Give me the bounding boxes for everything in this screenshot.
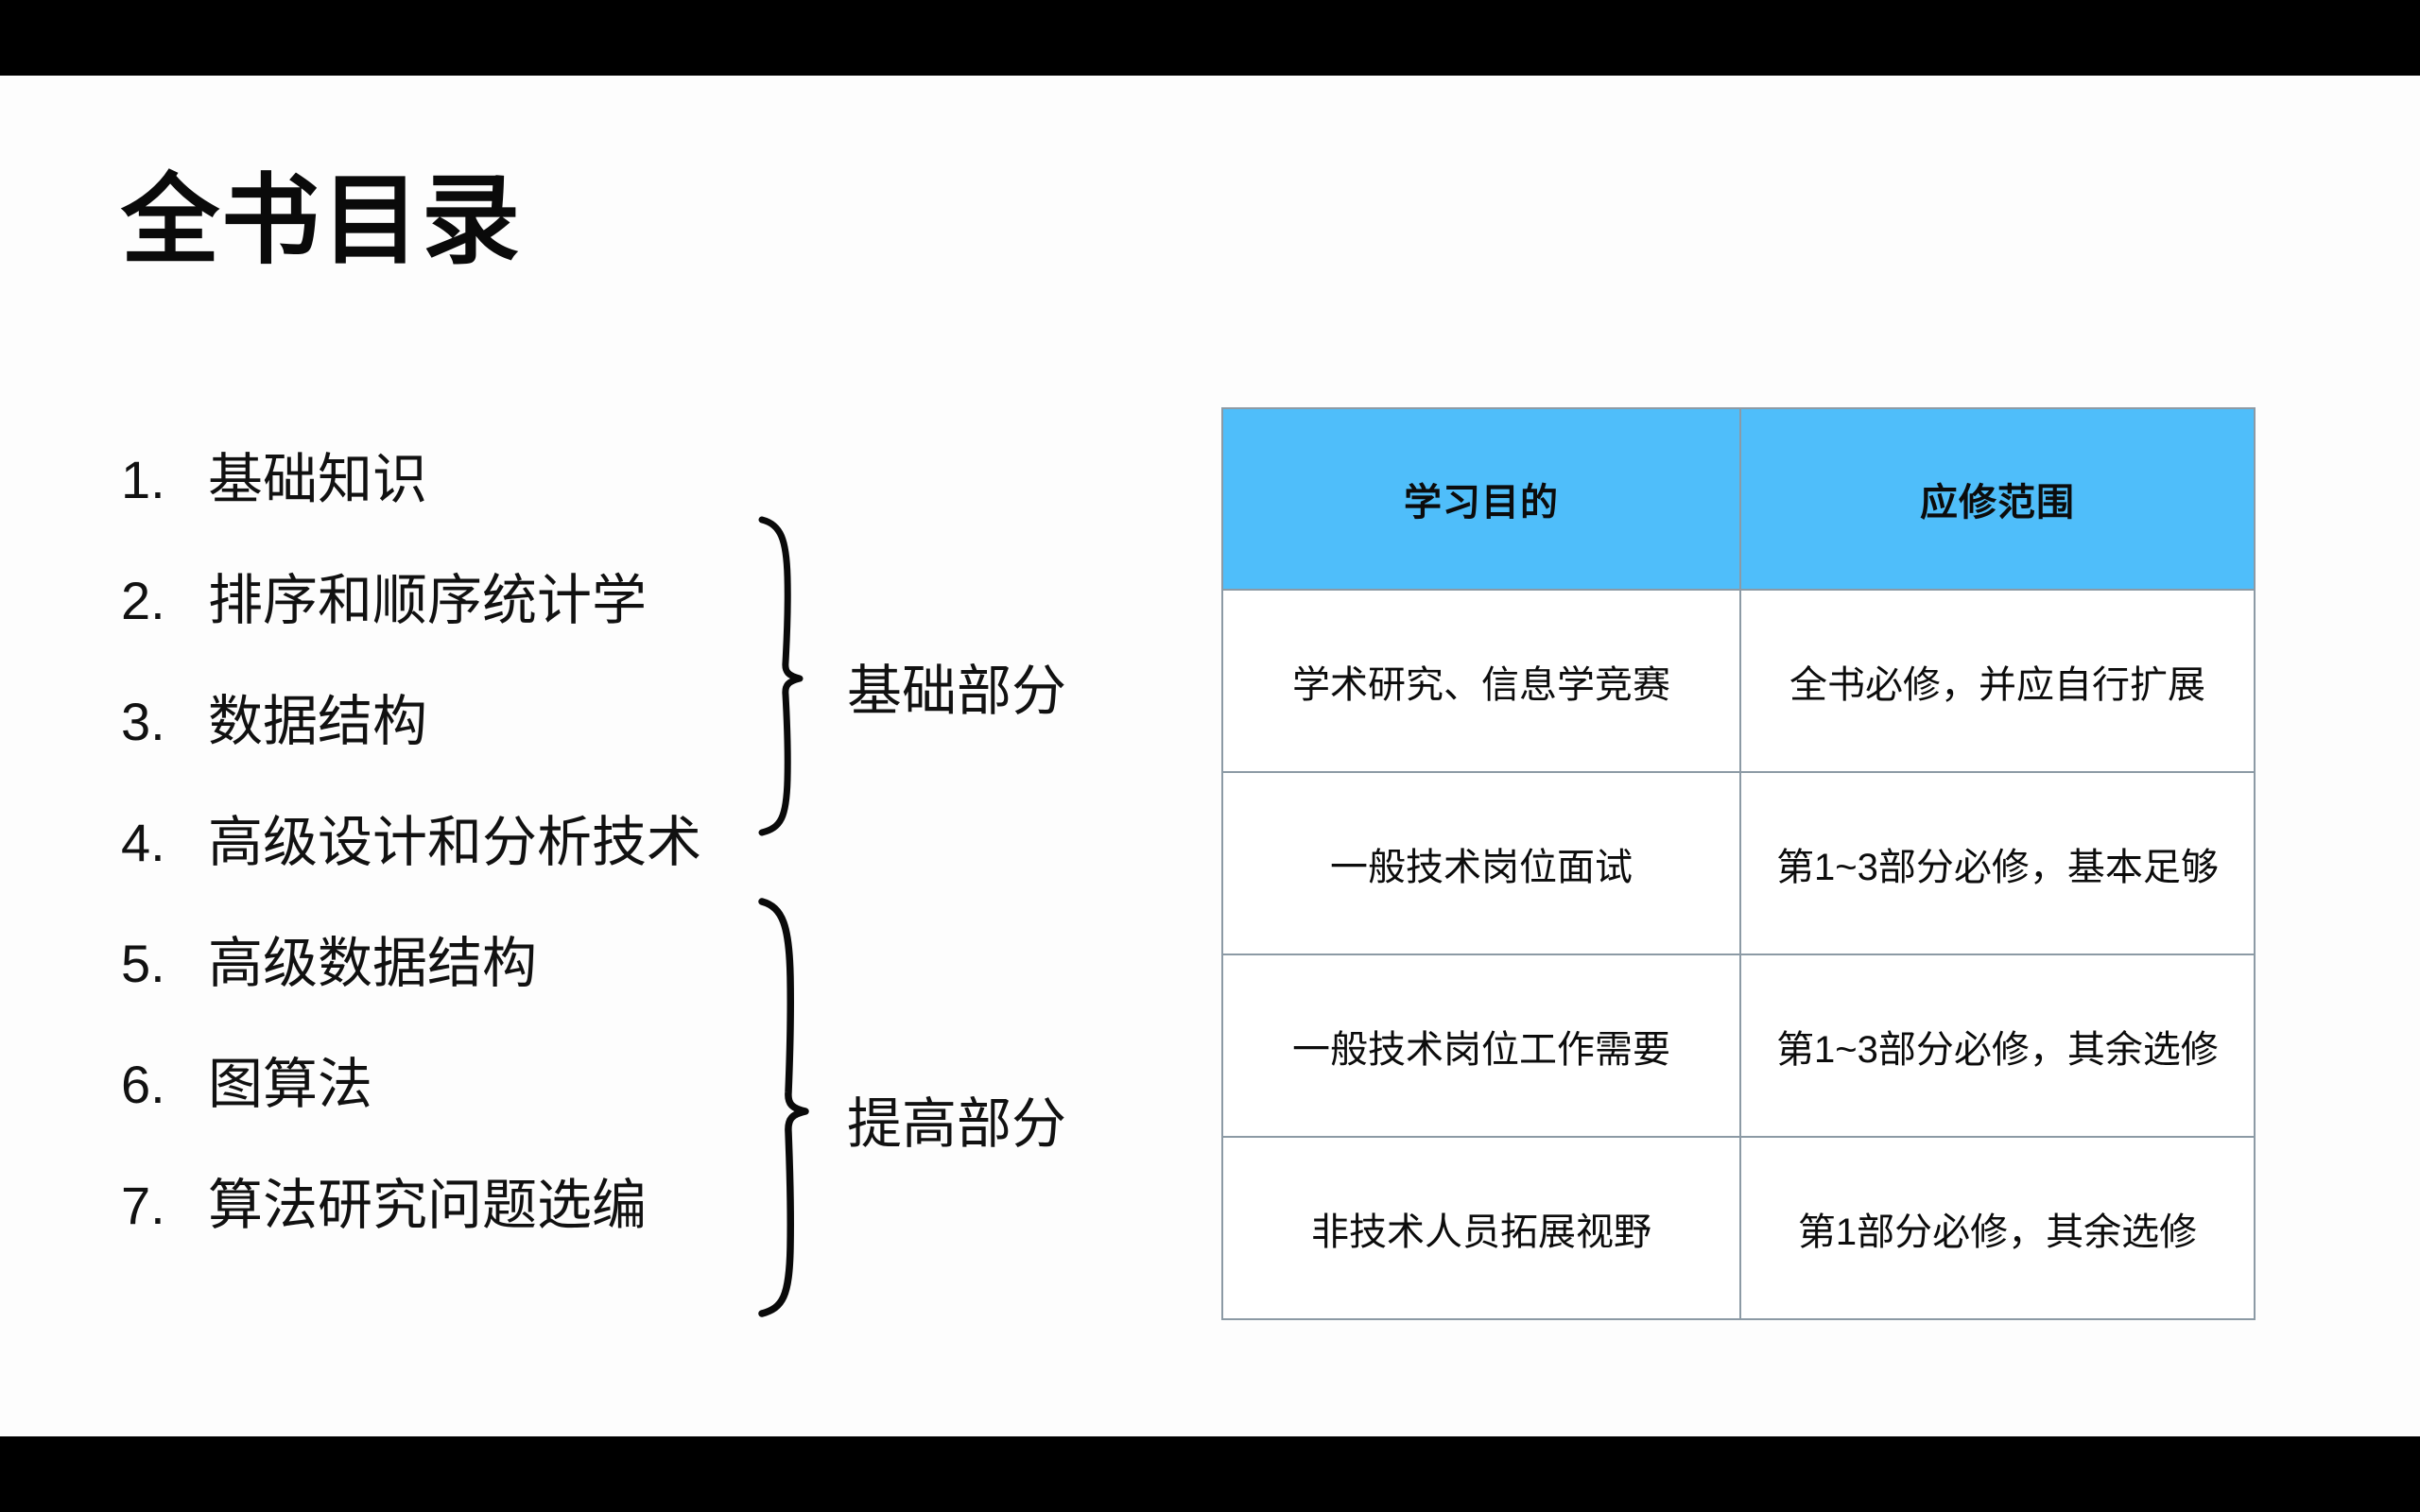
letterbox-bar-bottom xyxy=(0,1436,2420,1512)
list-item-label: 基础知识 xyxy=(208,449,428,510)
list-item-index: 7. xyxy=(121,1176,165,1235)
table-row: 一般技术岗位面试 第1~3部分必修，基本足够 xyxy=(1221,771,2256,955)
table-row: 非技术人员拓展视野 第1部分必修，其余选修 xyxy=(1221,1136,2256,1320)
list-item-label: 排序和顺序统计学 xyxy=(208,570,648,631)
study-guide-table: 学习目的 应修范围 学术研究、信息学竞赛 全书必修，并应自行扩展 一般技术岗位面… xyxy=(1221,407,2256,1320)
list-item-label: 高级数据结构 xyxy=(208,933,538,994)
cell-scope: 第1~3部分必修，其余选修 xyxy=(1739,954,2256,1138)
table-row: 一般技术岗位工作需要 第1~3部分必修，其余选修 xyxy=(1221,954,2256,1138)
list-item-index: 6. xyxy=(121,1055,165,1114)
column-header-scope: 应修范围 xyxy=(1739,407,2256,591)
cell-purpose: 一般技术岗位面试 xyxy=(1221,771,1741,955)
group-label-basic: 基础部分 xyxy=(847,661,1067,722)
list-item-label: 算法研究问题选编 xyxy=(208,1175,648,1236)
cell-purpose: 非技术人员拓展视野 xyxy=(1221,1136,1741,1320)
letterbox-bar-top xyxy=(0,0,2420,76)
cell-purpose: 学术研究、信息学竞赛 xyxy=(1221,589,1741,773)
list-item: 2. 排序和顺序统计学 xyxy=(121,556,764,677)
curly-brace-icon-advanced xyxy=(749,896,834,1319)
list-item: 5. 高级数据结构 xyxy=(121,919,764,1040)
outline-list: 1. 基础知识 2. 排序和顺序统计学 3. 数据结构 4. 高级设计和分析技术… xyxy=(121,435,764,1281)
list-item: 3. 数据结构 xyxy=(121,677,764,798)
list-item-index: 3. xyxy=(121,692,165,751)
list-item-label: 高级设计和分析技术 xyxy=(208,812,702,873)
cell-scope: 第1~3部分必修，基本足够 xyxy=(1739,771,2256,955)
list-item-label: 数据结构 xyxy=(208,691,428,752)
curly-brace-icon-basic xyxy=(749,515,824,836)
slide-canvas: 全书目录 1. 基础知识 2. 排序和顺序统计学 3. 数据结构 4. 高级设计… xyxy=(0,76,2420,1436)
table-row: 学术研究、信息学竞赛 全书必修，并应自行扩展 xyxy=(1221,589,2256,773)
cell-purpose: 一般技术岗位工作需要 xyxy=(1221,954,1741,1138)
table-header-row: 学习目的 应修范围 xyxy=(1221,407,2256,591)
list-item: 1. 基础知识 xyxy=(121,435,764,556)
list-item: 4. 高级设计和分析技术 xyxy=(121,798,764,919)
list-item-index: 5. xyxy=(121,934,165,993)
cell-scope: 全书必修，并应自行扩展 xyxy=(1739,589,2256,773)
group-label-advanced: 提高部分 xyxy=(847,1093,1067,1155)
list-item-index: 2. xyxy=(121,571,165,630)
list-item-index: 4. xyxy=(121,813,165,872)
column-header-purpose: 学习目的 xyxy=(1221,407,1741,591)
list-item-index: 1. xyxy=(121,450,165,509)
page-title: 全书目录 xyxy=(121,166,523,276)
list-item: 6. 图算法 xyxy=(121,1040,764,1160)
list-item: 7. 算法研究问题选编 xyxy=(121,1160,764,1281)
cell-scope: 第1部分必修，其余选修 xyxy=(1739,1136,2256,1320)
list-item-label: 图算法 xyxy=(208,1054,373,1115)
